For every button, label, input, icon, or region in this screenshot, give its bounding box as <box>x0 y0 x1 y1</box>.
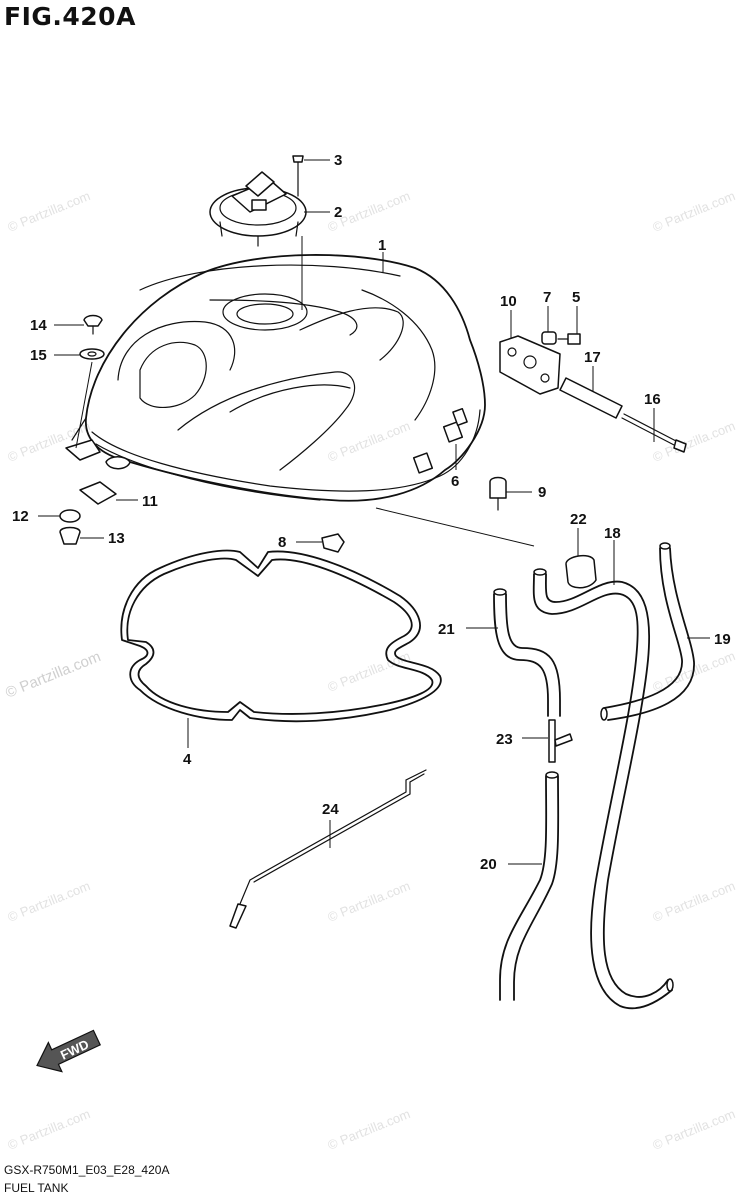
callout-18: 18 <box>604 525 621 542</box>
watermark: © Partzilla.com <box>6 1106 93 1153</box>
callout-10: 10 <box>500 293 517 310</box>
watermark: © Partzilla.com <box>326 418 413 465</box>
callout-12: 12 <box>12 508 29 525</box>
callout-15: 15 <box>30 347 47 364</box>
callout-16: 16 <box>644 391 661 408</box>
callout-20: 20 <box>480 856 497 873</box>
callout-14: 14 <box>30 317 47 334</box>
callout-1: 1 <box>378 237 386 254</box>
mounting-hardware <box>59 314 507 553</box>
diagram-code: GSX-R750M1_E03_E28_420A <box>4 1163 170 1177</box>
watermark: © Partzilla.com <box>651 1106 738 1153</box>
watermark: © Partzilla.com <box>6 878 93 925</box>
callout-4: 4 <box>183 751 192 768</box>
callout-8: 8 <box>278 534 286 551</box>
watermark: © Partzilla.com <box>651 188 738 235</box>
callout-13: 13 <box>108 530 125 547</box>
watermark: © Partzilla.com <box>326 1106 413 1153</box>
callout-22: 22 <box>570 511 587 528</box>
callout-23: 23 <box>496 731 513 748</box>
fuel-cap-assembly <box>209 155 307 310</box>
watermark: © Partzilla.com <box>3 648 103 702</box>
callout-19: 19 <box>714 631 731 648</box>
callout-6: 6 <box>451 473 459 490</box>
watermark: © Partzilla.com <box>6 188 93 235</box>
fwd-arrow: FWD <box>36 1029 101 1073</box>
callout-labels: 1 2 3 4 5 6 7 8 9 10 11 12 13 14 15 16 1… <box>12 152 731 873</box>
callout-7: 7 <box>543 289 551 306</box>
hoses <box>493 542 695 1010</box>
fuel-tank <box>65 254 486 502</box>
callout-3: 3 <box>334 152 342 169</box>
figure-title: FIG.420A <box>4 2 136 31</box>
rear-bracket-assembly <box>499 331 687 453</box>
diagram-name: FUEL TANK <box>4 1181 69 1195</box>
watermark: © Partzilla.com <box>651 418 738 465</box>
tank-seal <box>120 549 442 723</box>
callout-9: 9 <box>538 484 546 501</box>
callout-21: 21 <box>438 621 455 638</box>
callout-24: 24 <box>322 801 339 818</box>
drain-rod <box>229 769 427 929</box>
watermark: © Partzilla.com <box>326 648 413 695</box>
callout-5: 5 <box>572 289 580 306</box>
callout-17: 17 <box>584 349 601 366</box>
callout-11: 11 <box>142 493 158 510</box>
callout-2: 2 <box>334 204 342 221</box>
watermark: © Partzilla.com <box>651 878 738 925</box>
fwd-label: FWD <box>58 1037 91 1063</box>
leader-lines <box>38 159 710 865</box>
watermark: © Partzilla.com <box>326 878 413 925</box>
